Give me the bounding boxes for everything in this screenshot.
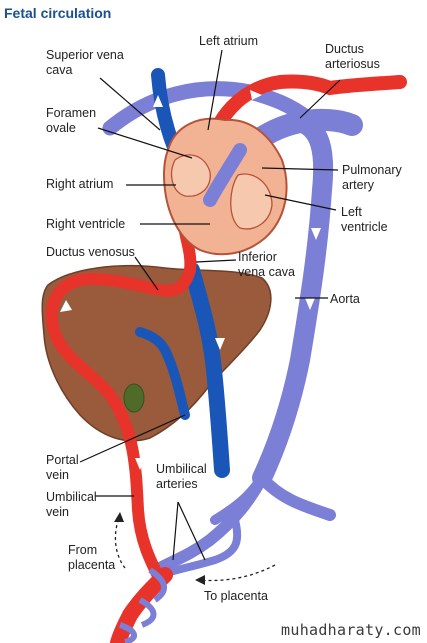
umbilical-vein [45, 274, 166, 586]
label-ductus-arteriosus: Ductus arteriosus [325, 42, 380, 71]
to-placenta-arrow [197, 564, 276, 582]
label-left-ventricle: Left ventricle [341, 205, 388, 234]
umbilical-cord [110, 567, 173, 643]
leader-lines [79, 49, 341, 561]
label-ductus-venosus: Ductus venosus [46, 245, 135, 259]
aortic-arch-red [203, 74, 407, 157]
umbilical-artery-return [156, 516, 242, 579]
watermark: muhadharaty.com [281, 621, 421, 639]
diagram-title: Fetal circulation [4, 5, 112, 21]
portal-vein-vessel [135, 327, 190, 420]
inferior-vena-cava [184, 262, 230, 478]
to-placenta-arrowhead [195, 575, 205, 585]
aorta [252, 112, 334, 488]
from-placenta-arrowhead [114, 512, 124, 522]
right-atrium-chamber [171, 154, 211, 197]
label-right-atrium: Right atrium [46, 177, 114, 191]
label-pulmonary-artery: Pulmonary artery [342, 163, 402, 192]
pulmonary-trunk-in-heart [203, 143, 247, 207]
aortic-arch [102, 81, 323, 136]
iliac-branch-left [210, 473, 267, 525]
label-foramen-ovale: Foramen ovale [46, 106, 97, 135]
label-umbilical-arteries: Umbilical arteries [156, 462, 207, 491]
ductus-venosus [74, 220, 197, 297]
label-from-placenta: From placenta [68, 543, 116, 572]
flow-arrows [60, 90, 321, 470]
label-inferior-vena-cava: Inferior vena cava [238, 250, 295, 279]
label-left-atrium: Left atrium [199, 34, 259, 48]
label-umbilical-vein: Umbilical vein [46, 490, 97, 519]
gallbladder [123, 383, 145, 413]
label-right-ventricle: Right ventricle [46, 217, 126, 231]
label-aorta: Aorta [330, 292, 360, 306]
label-portal-vein: Portal vein [46, 453, 79, 482]
from-placenta-arrow [114, 514, 126, 569]
label-to-placenta: To placenta [204, 589, 268, 603]
label-superior-vena-cava: Superior vena cava [46, 48, 124, 77]
left-ventricle-chamber [230, 173, 273, 230]
iliac-branch-right [256, 472, 336, 521]
